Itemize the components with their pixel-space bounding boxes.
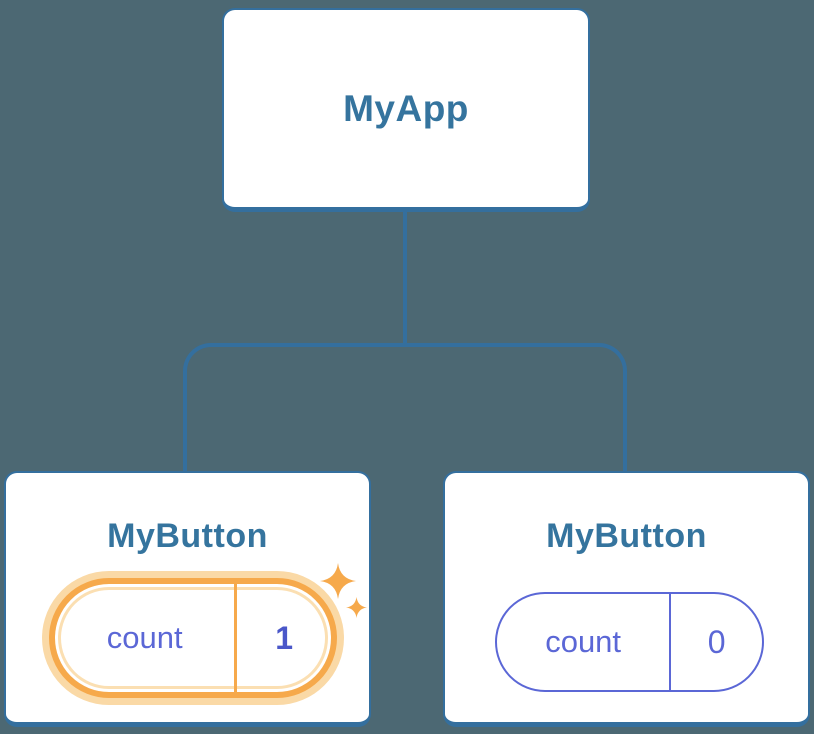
state-pill-highlighted: count 1 bbox=[49, 578, 337, 698]
node-mybutton-plain-label: MyButton bbox=[546, 517, 707, 555]
state-value: 1 bbox=[234, 584, 331, 692]
state-key-label: count bbox=[545, 624, 622, 659]
node-myapp: MyApp bbox=[222, 8, 590, 212]
state-key-label: count bbox=[106, 620, 183, 655]
sparkle-large-icon bbox=[320, 563, 356, 599]
tree-connector-branch bbox=[183, 343, 627, 475]
node-mybutton-plain: MyButton count 0 bbox=[443, 471, 810, 727]
sparkle-small-icon bbox=[346, 597, 367, 618]
state-pill-plain: count 0 bbox=[495, 592, 764, 692]
node-mybutton-updated-label: MyButton bbox=[107, 517, 268, 555]
node-mybutton-updated: MyButton count 1 bbox=[4, 471, 371, 727]
node-myapp-label: MyApp bbox=[343, 87, 469, 129]
state-value: 0 bbox=[669, 594, 762, 690]
tree-connector-stem bbox=[403, 210, 407, 346]
